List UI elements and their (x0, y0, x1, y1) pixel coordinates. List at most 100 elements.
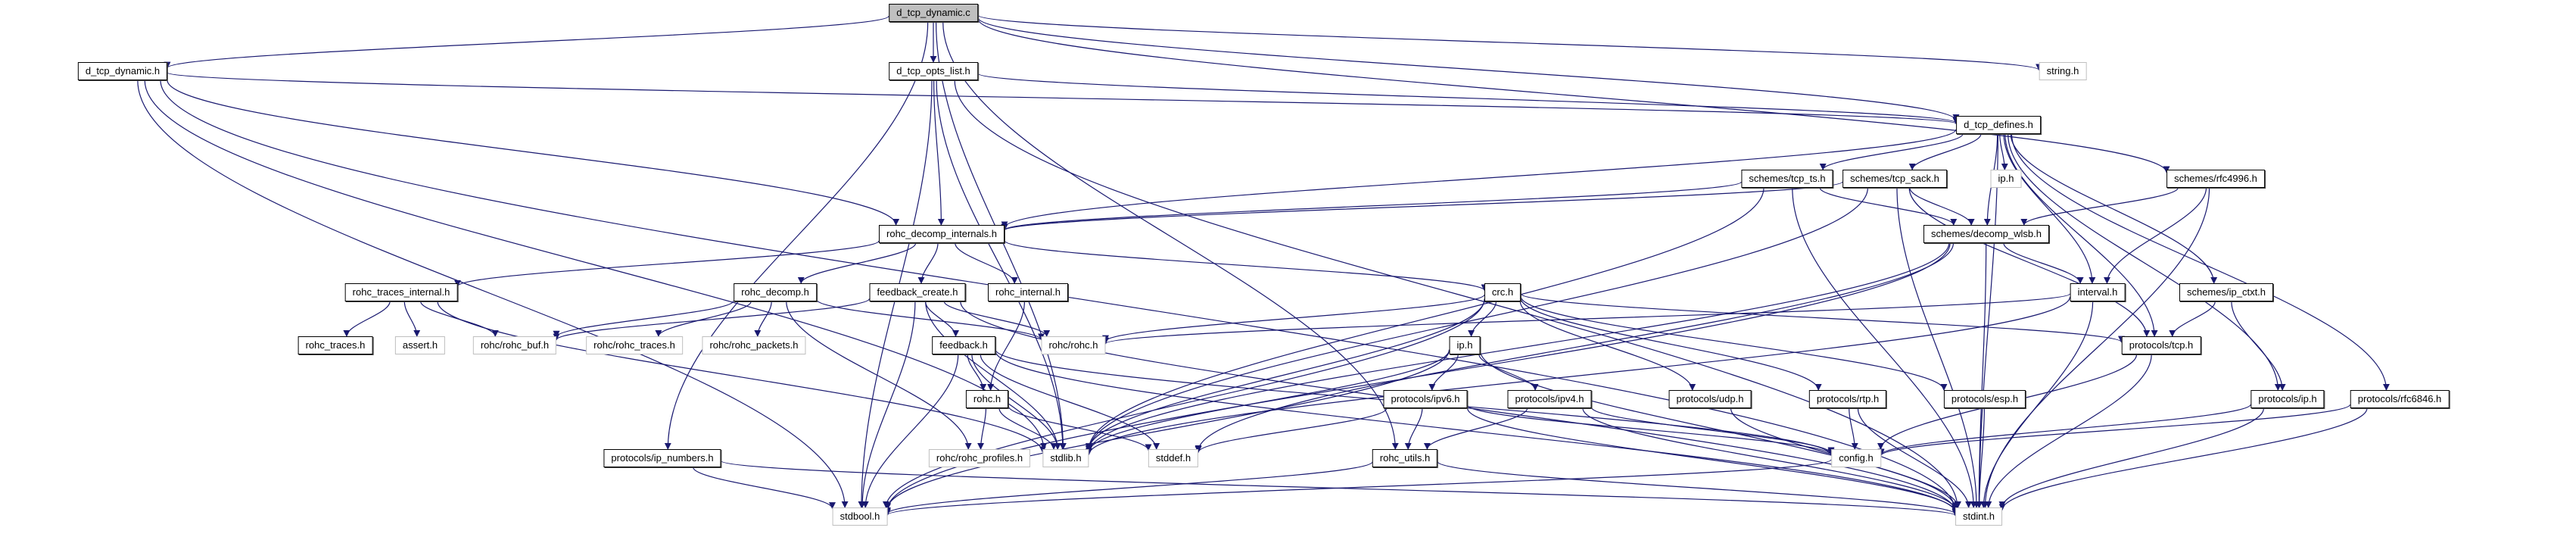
node-protocols-rtp-h[interactable]: protocols/rtp.h (1808, 390, 1887, 408)
node-rohc-internal-h[interactable]: rohc_internal.h (988, 283, 1068, 301)
node-interval-h[interactable]: interval.h (2070, 283, 2126, 301)
edge-schemes-tcp-sack-h-to-stdlib-h (1086, 187, 1868, 451)
node-rohc-h[interactable]: rohc.h (965, 390, 1009, 408)
edge-schemes-ip-ctxt-h-to-protocols-tcp-h (2169, 301, 2216, 337)
edge-d-tcp-defines-h-to-protocols-rfc6846-h (2011, 133, 2390, 391)
edge-d-tcp-dynamic-h-to-stdbool-h (137, 80, 849, 508)
edge-interval-h-to-stdint-h (1980, 301, 2094, 508)
edge-feedback-h-to-stdlib-h (971, 354, 1061, 450)
node-d-tcp-opts-list-h[interactable]: d_tcp_opts_list.h (889, 62, 978, 80)
node-protocols-esp-h[interactable]: protocols/esp.h (1943, 390, 2026, 408)
edge-crc-h-to-rohc-rohc-h (1102, 294, 1485, 342)
edge-schemes-rfc4996-h-to-schemes-decomp-wlsb-h (2020, 187, 2179, 226)
node-protocols-ip-h[interactable]: protocols/ip.h (2250, 390, 2325, 408)
edge-d-tcp-opts-list-h-to-d-tcp-defines-h (977, 73, 1960, 124)
edge-schemes-tcp-ts-h-to-schemes-decomp-wlsb-h (1819, 187, 1958, 226)
edge-ip-h-to-protocols-ipv4-h (1478, 354, 1539, 391)
node-schemes-rfc4996-h[interactable]: schemes/rfc4996.h (2166, 170, 2265, 188)
node-rohc-rohc-profiles-h: rohc/rohc_profiles.h (928, 449, 1031, 467)
edge-ip-h-to-stdbool-h (884, 349, 1450, 510)
edge-crc-h-to-protocols-esp-h (1520, 296, 1948, 391)
node-schemes-tcp-sack-h[interactable]: schemes/tcp_sack.h (1842, 170, 1947, 188)
node-stdbool-h: stdbool.h (832, 507, 888, 526)
node-stdlib-h: stdlib.h (1042, 449, 1089, 467)
node-stddef-h: stddef.h (1148, 449, 1199, 467)
node-ip-h-ext: ip.h (1990, 170, 2022, 188)
edge-schemes-tcp-ts-h-to-stdlib-h (1086, 187, 1765, 451)
node-rohc-traces-h[interactable]: rohc_traces.h (297, 336, 373, 354)
edge-protocols-tcp-h-to-stdint-h (1985, 354, 2152, 508)
edge-d-tcp-defines-h-to-interval-h (2003, 133, 2096, 284)
edge-config-h-to-stdbool-h (884, 459, 1832, 516)
edge-d-tcp-defines-h-to-ip-h-ext (1999, 133, 2008, 170)
node-protocols-ipv4-h[interactable]: protocols/ipv4.h (1507, 390, 1592, 408)
node-d-tcp-dynamic-c[interactable]: d_tcp_dynamic.c (889, 4, 978, 22)
node-d-tcp-defines-h[interactable]: d_tcp_defines.h (1956, 116, 2041, 134)
node-protocols-ip-numbers-h[interactable]: protocols/ip_numbers.h (603, 449, 721, 467)
edge-d-tcp-dynamic-h-to-stdlib-h (144, 80, 1048, 450)
edge-rohc-h-to-stdlib-h (998, 407, 1057, 450)
edge-rohc-decomp-internals-h-to-rohc-internal-h (955, 242, 1018, 284)
edge-d-tcp-opts-list-h-to-rohc-decomp-internals-h (933, 80, 945, 226)
edge-protocols-ipv4-h-to-config-h (1590, 407, 1835, 454)
edge-protocols-ip-h-to-config-h (1877, 404, 2252, 456)
edge-crc-h-to-stdbool-h (882, 298, 1485, 508)
node-rohc-traces-internal-h[interactable]: rohc_traces_internal.h (344, 283, 458, 301)
edge-protocols-ipv6-h-to-config-h (1466, 404, 1835, 456)
node-ip-h[interactable]: ip.h (1449, 336, 1481, 354)
edge-protocols-ipv4-h-to-rohc-utils-h (1423, 407, 1528, 450)
edge-d-tcp-opts-list-h-to-stdlib-h (936, 80, 1067, 450)
node-protocols-udp-h[interactable]: protocols/udp.h (1668, 390, 1752, 408)
edge-d-tcp-dynamic-c-to-d-tcp-dynamic-h (164, 15, 889, 69)
edge-crc-h-to-stdlib-h (1086, 299, 1485, 451)
node-rohc-rohc-packets-h: rohc/rohc_packets.h (702, 336, 806, 354)
node-schemes-decomp-wlsb-h[interactable]: schemes/decomp_wlsb.h (1923, 225, 2049, 243)
edge-ip-h-to-protocols-ipv6-h (1428, 354, 1459, 391)
edge-feedback-h-to-stddef-h (980, 354, 1160, 450)
edge-protocols-rtp-h-to-stdint-h (1857, 407, 1973, 508)
edge-rohc-h-to-stddef-h (1008, 405, 1152, 451)
edge-protocols-rfc6846-h-to-stdint-h (1998, 407, 2368, 511)
edge-rohc-traces-internal-h-to-rohc-traces-h (343, 301, 391, 337)
edge-crc-h-to-protocols-udp-h (1519, 301, 1696, 391)
node-rohc-decomp-internals-h[interactable]: rohc_decomp_internals.h (879, 225, 1005, 243)
edge-rohc-decomp-h-to-rohc-rohc-traces-h (655, 301, 752, 337)
node-d-tcp-dynamic-h[interactable]: d_tcp_dynamic.h (77, 62, 168, 80)
edge-rohc-decomp-internals-h-to-feedback-create-h (917, 242, 939, 284)
node-rohc-decomp-h[interactable]: rohc_decomp.h (734, 283, 817, 301)
edge-schemes-decomp-wlsb-h-to-stdint-h (1975, 242, 1987, 508)
edge-rohc-utils-h-to-stdint-h (1437, 461, 1959, 515)
edge-rohc-traces-internal-h-to-stdlib-h (437, 301, 1046, 454)
node-protocols-ipv6-h[interactable]: protocols/ipv6.h (1383, 390, 1468, 408)
edge-interval-h-to-stdlib-h (1086, 296, 2071, 455)
node-assert-h: assert.h (394, 336, 446, 354)
edge-crc-h-to-protocols-tcp-h (1520, 293, 2125, 343)
edge-d-tcp-opts-list-h-to-stdint-h (954, 80, 1961, 508)
edge-schemes-tcp-sack-h-to-protocols-tcp-h (1908, 187, 2151, 337)
node-schemes-ip-ctxt-h[interactable]: schemes/ip_ctxt.h (2179, 283, 2274, 301)
edge-d-tcp-dynamic-c-to-protocols-ip-numbers-h (664, 21, 929, 450)
edge-protocols-ipv4-h-to-stdint-h (1582, 407, 1959, 511)
edge-rohc-decomp-h-to-rohc-rohc-packets-h (754, 301, 772, 337)
edge-d-tcp-dynamic-h-to-rohc-decomp-internals-h (167, 80, 899, 226)
edge-d-tcp-defines-h-to-schemes-ip-ctxt-h (2010, 133, 2218, 284)
node-feedback-create-h[interactable]: feedback_create.h (869, 283, 966, 301)
node-rohc-utils-h[interactable]: rohc_utils.h (1372, 449, 1438, 467)
node-schemes-tcp-ts-h[interactable]: schemes/tcp_ts.h (1741, 170, 1833, 188)
edge-rohc-internal-h-to-rohc-h (987, 301, 1025, 391)
node-feedback-h[interactable]: feedback.h (932, 336, 995, 354)
node-crc-h[interactable]: crc.h (1484, 283, 1522, 301)
edge-rohc-h-to-rohc-rohc-profiles-h (977, 407, 987, 450)
edge-d-tcp-dynamic-c-to-rohc-utils-h (942, 21, 1399, 450)
node-protocols-tcp-h[interactable]: protocols/tcp.h (2121, 336, 2201, 354)
edge-rohc-decomp-internals-h-to-rohc-decomp-h (797, 242, 917, 284)
edge-protocols-ip-h-to-stdint-h (1998, 407, 2265, 509)
edge-d-tcp-defines-h-to-schemes-tcp-ts-h (1819, 133, 1964, 170)
edge-feedback-h-to-rohc-h (967, 354, 987, 391)
node-protocols-rfc6846-h[interactable]: protocols/rfc6846.h (2350, 390, 2450, 408)
node-stdint-h: stdint.h (1955, 507, 2002, 526)
edge-protocols-ipv6-h-to-stdint-h (1466, 407, 1959, 513)
edge-crc-h-to-protocols-rtp-h (1520, 298, 1822, 391)
edge-schemes-decomp-wlsb-h-to-interval-h (2003, 242, 2084, 284)
